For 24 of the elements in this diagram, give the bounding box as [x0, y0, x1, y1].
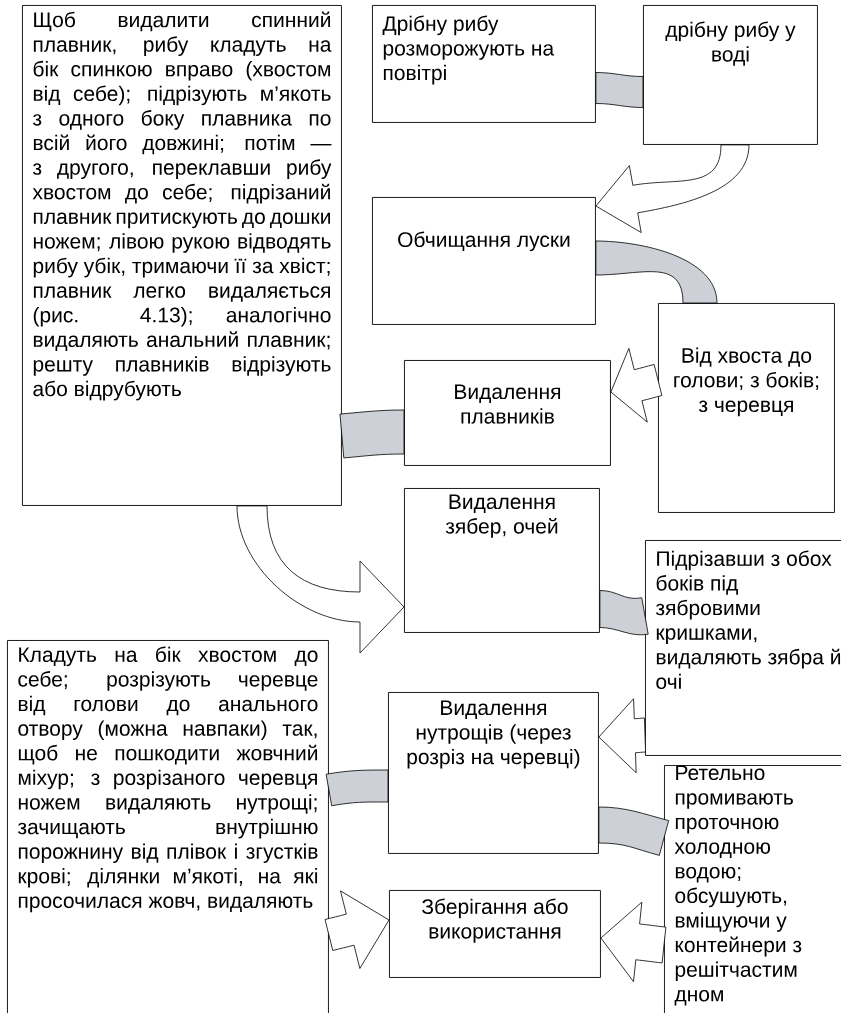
note-box: Від хвоста до голови; з боків; з черевця — [658, 303, 835, 513]
block-arrow — [595, 144, 750, 233]
note-box: Кладуть на бік хвостом до себе; розрізують черевце від голови до анального отвору (можна навпаки) так, щоб не пошкодити жовчний міхур; з розрізаного черевця ножем видаляють нутрощі; зачищають внутрішню порожнину від плівок і згустків крові; ділянки м’якоті, на які просочилася жовч, видаляють — [7, 640, 329, 1013]
block-arrow — [610, 347, 663, 423]
note-box: Підрізавши з обох боків під зябровими кришками, видаляють зябра й очі — [645, 540, 841, 756]
connector-band — [598, 806, 670, 856]
connector-band — [595, 240, 718, 304]
note-box: дрібну рибу у воді — [643, 5, 818, 145]
block-arrow — [600, 901, 667, 983]
note-box: Дрібну рибу розморожують на повітрі — [372, 5, 596, 123]
connector-band — [325, 769, 389, 807]
connector-band — [599, 590, 649, 636]
process-box: Видалення нутрощів (через розріз на черевці) — [388, 692, 599, 854]
process-box: Видалення зябер, очей — [404, 488, 600, 633]
connector-band — [339, 409, 405, 459]
note-box: Ретельно промивають проточною холодною водою; обсушують, вміщуючи у контейнери з решітчастим дном — [664, 765, 841, 1013]
block-arrow — [598, 698, 646, 774]
process-box: Обчищання луски — [372, 197, 596, 325]
note-box: Щоб видалити спинний плавник, рибу кладуть на бік спинкою вправо (хвостом від себе); підрізують м’якоть з одного боку плавника по всій його довжині; потім — з другого, переклавши рибу хвостом до себе; підрізаний плавник притискують до дошки ножем; лівою рукою відводять рибу убік, тримаючи її за хвіст; плавник легко видаляється (рис. 4.13); аналогічно видаляють анальний плавник; решту плавників відрізують або відрубують — [22, 5, 342, 506]
connector-band — [595, 72, 644, 108]
block-arrow — [324, 890, 390, 969]
process-box: Видалення плавників — [404, 360, 611, 466]
block-arrow — [236, 505, 405, 654]
process-box: Зберігання або використання — [389, 890, 601, 978]
